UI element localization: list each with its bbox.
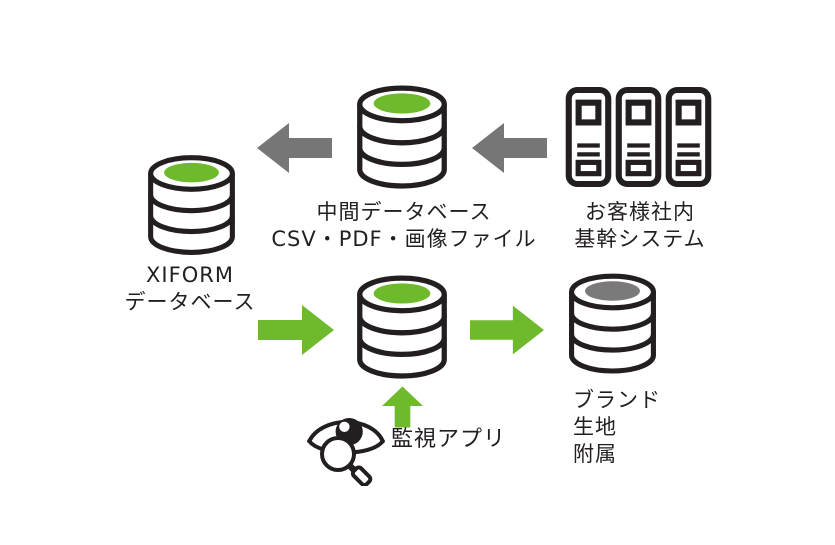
pupil-highlight	[339, 421, 350, 432]
monitor-app-label: 監視アプリ	[391, 426, 506, 453]
arrow-right-icon	[258, 305, 334, 355]
arrow-left-icon	[472, 123, 547, 173]
label-line: 附属	[573, 442, 617, 466]
label-line: XIFORM	[146, 263, 234, 287]
label-line: データベース	[124, 290, 256, 314]
customer-system-icon	[565, 84, 712, 190]
label-line: 監視アプリ	[391, 427, 507, 452]
customer-system-label: お客様社内 基幹システム	[555, 199, 725, 253]
binder-icon	[615, 84, 662, 190]
label-line: 生地	[573, 415, 617, 439]
label-line: ブランド	[573, 388, 661, 412]
label-line: 基幹システム	[574, 227, 706, 251]
output-database-label: ブランド 生地 附属	[573, 387, 733, 468]
label-line: お客様社内	[585, 200, 695, 224]
staging-database-icon	[354, 274, 450, 382]
label-line: CSV・PDF・画像ファイル	[271, 227, 537, 251]
output-database-icon	[566, 272, 659, 377]
arrow-up-icon	[382, 386, 423, 428]
binder-icon	[665, 84, 712, 190]
database-disk	[585, 281, 640, 301]
xiform-database-icon	[145, 154, 238, 258]
magnifier-lens	[320, 436, 356, 472]
database-disk	[164, 162, 219, 183]
database-disk	[373, 93, 431, 114]
label-line: 中間データベース	[316, 200, 492, 224]
arrow-left-icon	[257, 123, 332, 173]
eye-magnifier-icon	[306, 406, 386, 486]
xiform-database-label: XIFORM データベース	[110, 262, 270, 316]
magnifier-handle	[350, 465, 373, 486]
binder-icon	[565, 84, 612, 190]
arrow-right-icon	[470, 305, 544, 355]
database-disk	[373, 283, 431, 304]
intermediate-database-label: 中間データベース CSV・PDF・画像ファイル	[270, 199, 538, 253]
intermediate-database-icon	[354, 84, 450, 192]
